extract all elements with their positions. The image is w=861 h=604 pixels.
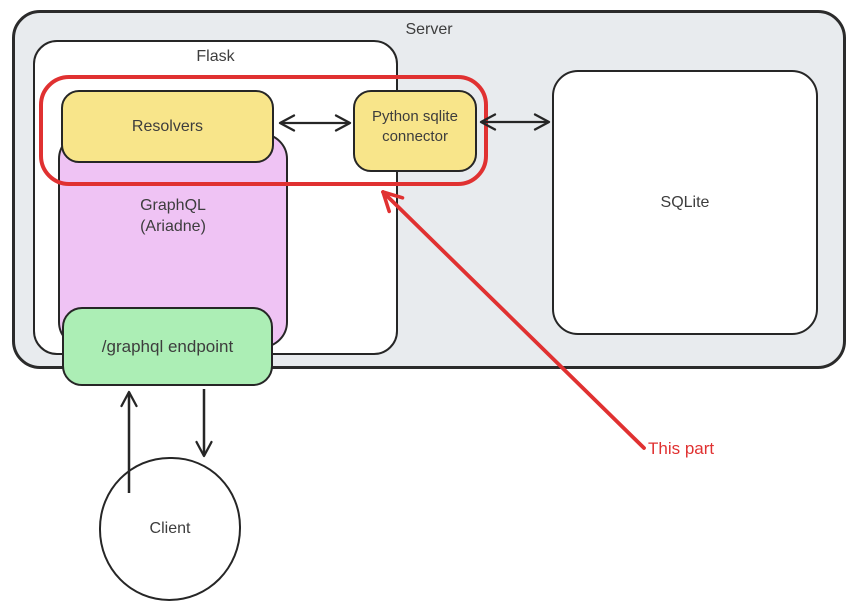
graphql-label: GraphQL (Ariadne) [60,195,286,237]
client-label: Client [149,520,191,537]
sqlite-box: SQLite [552,70,818,335]
client-circle: Client [99,457,241,601]
python-sqlite-connector-box: Python sqlite connector [353,90,477,172]
flask-label: Flask [196,48,235,65]
connector-label-line1: Python sqlite [372,108,458,125]
highlight-outline [39,75,488,186]
graphql-endpoint-box: /graphql endpoint [62,307,273,386]
graphql-label-line2: (Ariadne) [140,218,206,235]
endpoint-label: /graphql endpoint [101,336,234,356]
graphql-label-line1: GraphQL [140,197,206,214]
annotation-label: This part [648,439,715,458]
resolvers-box: Resolvers [61,90,274,163]
connector-label-line2: connector [382,128,448,145]
resolvers-label: Resolvers [131,117,204,135]
server-label: Server [405,21,453,38]
sqlite-label: SQLite [660,193,710,211]
